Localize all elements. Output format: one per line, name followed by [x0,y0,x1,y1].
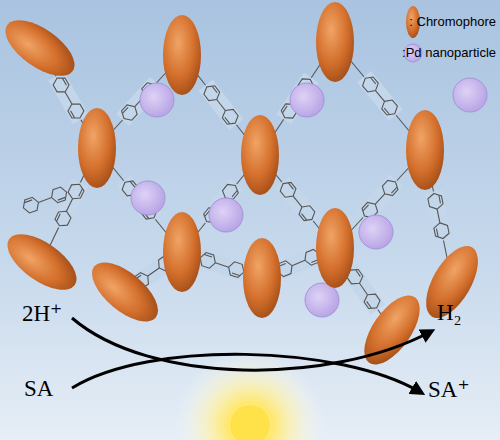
pd-nanoparticle [359,215,393,249]
chemical-species-text: SA [24,376,53,401]
linker-ground [275,176,320,226]
chemical-species: 2H⁺ [22,300,62,327]
chromophore [316,208,354,288]
bipyridine-linker [359,177,400,220]
bipyridine-linker [278,179,318,223]
legend-text: : Chromophore [409,14,496,29]
chromophore [0,9,84,86]
linker-ground [48,72,88,124]
bipyridine-linker [345,266,383,312]
chemical-species-text: H₂ [437,300,462,325]
pd-nanoparticle [290,83,324,117]
bipyridine-linker [275,248,323,278]
bipyridine-linker [427,192,450,240]
chromophore [416,238,489,326]
reduction-arrow [72,318,430,370]
pd-nanoparticle [140,83,174,117]
legend-text-text: :Pd nanoparticle [402,45,496,60]
chromophore [406,110,444,190]
chromophore [241,115,279,195]
linker-ground [357,71,403,121]
chromophore [353,286,430,373]
bipyridine-linker [201,83,240,128]
oxidation-arrow [72,354,420,392]
bipyridine-linker [51,75,86,122]
legend-text: :Pd nanoparticle [402,45,496,60]
chemical-species: SA⁺ [428,376,470,403]
pd-nanoparticle [305,283,339,317]
pd-nanoparticle [453,78,487,112]
linker-ground [425,190,453,243]
chromophore [82,252,168,333]
linker-ground [195,249,248,282]
pd-nanoparticle [131,181,165,215]
bipyridine-linker [360,74,400,118]
chemical-species-text: SA⁺ [428,377,470,402]
chromophore [0,223,86,300]
linker-ground [51,179,89,232]
chromophore [316,2,354,82]
bipyridine-linker [21,186,69,215]
legend-text-text: : Chromophore [409,14,496,29]
chemical-species: SA [24,376,53,402]
sun-glow [175,350,325,440]
chemical-species-text: 2H⁺ [22,301,62,326]
chromophore [78,108,116,188]
bipyridine-linker [198,251,246,278]
chemical-species: H₂ [437,300,462,326]
sun [230,405,270,440]
chromophore [163,15,201,95]
pd-nanoparticle [209,198,243,232]
linkers [21,42,452,330]
linker-ground [199,80,244,130]
chromophore [163,212,201,292]
chromophore [243,238,281,318]
